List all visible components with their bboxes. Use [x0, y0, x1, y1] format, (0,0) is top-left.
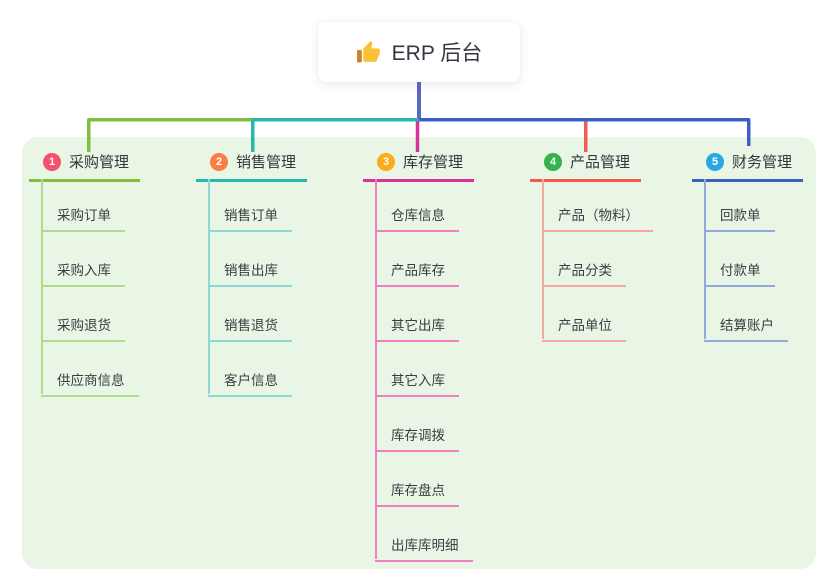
child-node[interactable]: 仓库信息 — [375, 206, 459, 232]
branch-header[interactable]: 1 采购管理 — [29, 148, 140, 182]
branch-number-badge: 5 — [706, 152, 724, 171]
child-node[interactable]: 产品（物料） — [542, 206, 653, 232]
child-node[interactable]: 客户信息 — [208, 371, 292, 397]
child-node[interactable]: 采购入库 — [41, 261, 125, 287]
branch-header[interactable]: 4 产品管理 — [530, 148, 641, 182]
child-node[interactable]: 采购订单 — [41, 206, 125, 232]
branch-label: 财务管理 — [732, 154, 793, 171]
branch-5: 5 财务管理回款单付款单结算账户 — [692, 148, 803, 342]
branch-1: 1 采购管理采购订单采购入库采购退货供应商信息 — [29, 148, 140, 397]
child-node[interactable]: 结算账户 — [704, 316, 788, 342]
branch-4: 4 产品管理产品（物料） 产品分类产品单位 — [530, 148, 653, 342]
branch-header[interactable]: 5 财务管理 — [692, 148, 803, 182]
child-node[interactable]: 销售退货 — [208, 316, 292, 342]
child-node[interactable]: 销售出库 — [208, 261, 292, 287]
branch-label: 销售管理 — [236, 154, 297, 171]
branch-number-badge: 3 — [377, 152, 395, 171]
branch-header[interactable]: 3 库存管理 — [363, 148, 474, 182]
branch-label: 产品管理 — [570, 154, 631, 171]
branch-label: 库存管理 — [403, 154, 464, 171]
child-node[interactable]: 其它入库 — [375, 371, 459, 397]
branch-spine-line — [704, 179, 706, 339]
branch-number-badge: 2 — [210, 152, 228, 171]
child-node[interactable]: 供应商信息 — [41, 371, 139, 397]
branch-number-badge: 1 — [43, 152, 61, 171]
child-node[interactable]: 库存盘点 — [375, 481, 459, 507]
thumbs-up-icon — [356, 40, 381, 65]
branch-spine-line — [375, 179, 377, 559]
child-node[interactable]: 付款单 — [704, 261, 775, 287]
child-node[interactable]: 产品库存 — [375, 261, 459, 287]
branch-2: 2 销售管理销售订单销售出库销售退货客户信息 — [196, 148, 307, 397]
branch-3: 3 库存管理仓库信息产品库存其它出库其它入库库存调拨库存盘点出库库明细 — [363, 148, 474, 562]
child-node[interactable]: 其它出库 — [375, 316, 459, 342]
child-node[interactable]: 销售订单 — [208, 206, 292, 232]
child-node[interactable]: 出库库明细 — [375, 536, 473, 562]
child-node[interactable]: 库存调拨 — [375, 426, 459, 452]
branch-spine-line — [542, 179, 544, 339]
child-node[interactable]: 回款单 — [704, 206, 775, 232]
mindmap-panel — [22, 137, 816, 569]
child-node[interactable]: 产品分类 — [542, 261, 626, 287]
branch-header[interactable]: 2 销售管理 — [196, 148, 307, 182]
root-node[interactable]: ERP 后台 — [318, 22, 520, 82]
branch-label: 采购管理 — [69, 154, 130, 171]
child-node[interactable]: 产品单位 — [542, 316, 626, 342]
root-label: ERP 后台 — [391, 42, 483, 65]
branch-number-badge: 4 — [544, 152, 562, 171]
child-node[interactable]: 采购退货 — [41, 316, 125, 342]
